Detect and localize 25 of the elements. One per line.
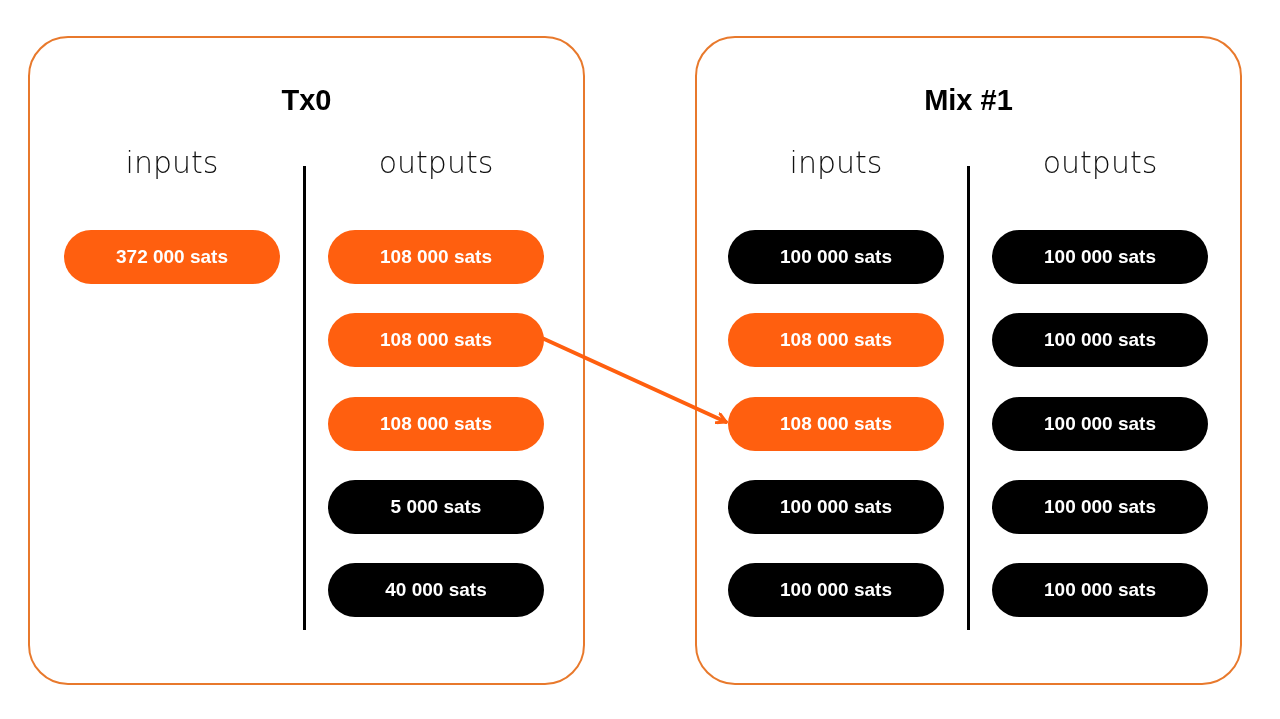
amount-pill: 100 000 sats bbox=[728, 480, 944, 534]
amount-pill: 100 000 sats bbox=[992, 313, 1208, 367]
column-heading: outputs bbox=[378, 144, 494, 180]
amount-pill: 108 000 sats bbox=[328, 397, 544, 451]
transaction-panel bbox=[695, 36, 1242, 685]
amount-pill: 40 000 sats bbox=[328, 563, 544, 617]
amount-pill: 100 000 sats bbox=[992, 230, 1208, 284]
transaction-panel bbox=[28, 36, 585, 685]
amount-pill: 100 000 sats bbox=[728, 230, 944, 284]
amount-pill: 108 000 sats bbox=[328, 230, 544, 284]
arrow bbox=[540, 336, 728, 425]
panel-title: Mix #1 bbox=[923, 84, 1014, 117]
column-heading: inputs bbox=[125, 144, 219, 180]
column-heading: outputs bbox=[1042, 144, 1158, 180]
amount-pill: 108 000 sats bbox=[328, 313, 544, 367]
amount-pill: 100 000 sats bbox=[728, 563, 944, 617]
amount-pill: 5 000 sats bbox=[328, 480, 544, 534]
panel-title: Tx0 bbox=[280, 84, 333, 117]
amount-pill: 100 000 sats bbox=[992, 480, 1208, 534]
column-heading: inputs bbox=[789, 144, 883, 180]
amount-pill: 108 000 sats bbox=[728, 313, 944, 367]
amount-pill: 100 000 sats bbox=[992, 563, 1208, 617]
amount-pill: 372 000 sats bbox=[64, 230, 280, 284]
amount-pill: 108 000 sats bbox=[728, 397, 944, 451]
amount-pill: 100 000 sats bbox=[992, 397, 1208, 451]
